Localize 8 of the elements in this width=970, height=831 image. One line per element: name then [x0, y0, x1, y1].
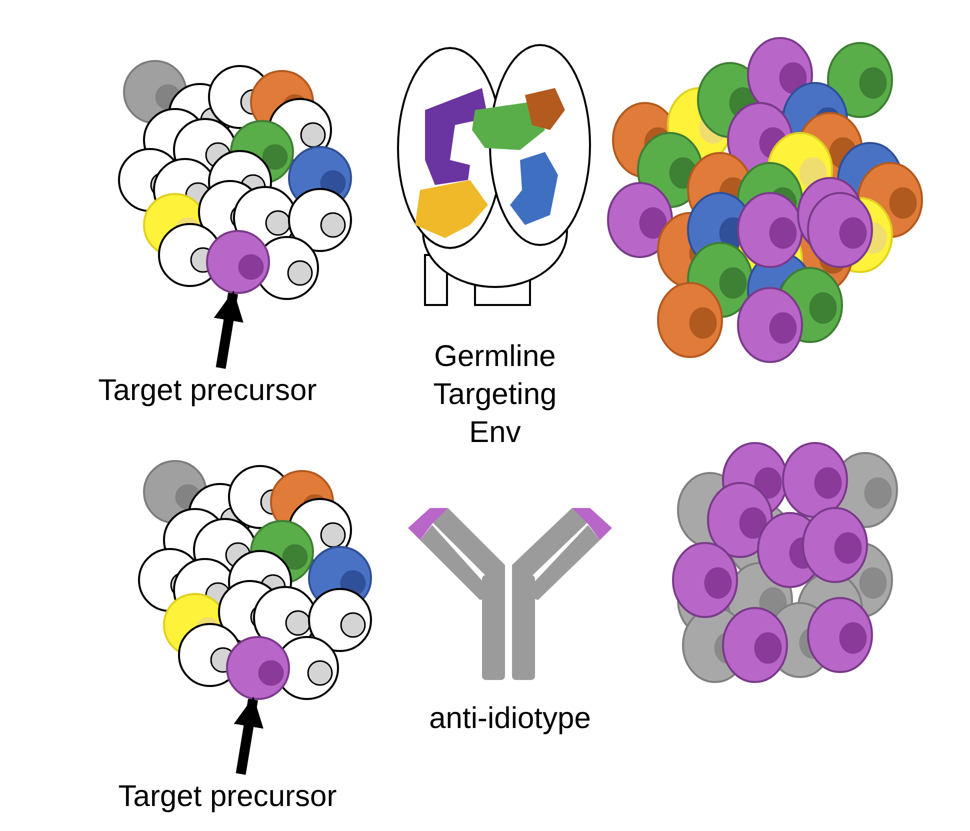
target-cell-drawing [206, 230, 270, 294]
cell-label: Target precursor [75, 372, 340, 410]
target-cell-drawing [226, 636, 290, 700]
molecule-caption: anti-idiotype [428, 701, 592, 737]
arrow [214, 290, 244, 369]
cell-label: Target precursor [95, 778, 360, 816]
arrow [234, 696, 264, 775]
molecule-caption: Germline Targeting Env [432, 339, 558, 451]
